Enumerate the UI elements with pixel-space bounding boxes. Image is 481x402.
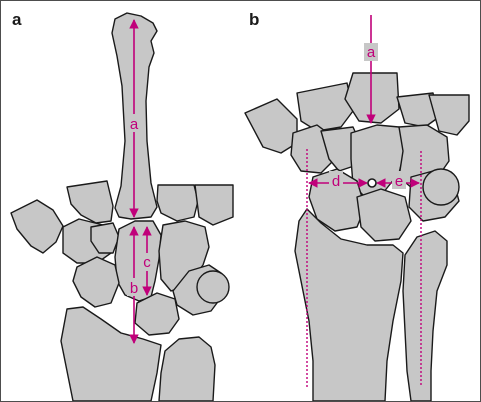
measure-c-label: c: [143, 254, 151, 271]
ulna-bone: [158, 336, 216, 401]
metacarpal-v-bone: [194, 184, 234, 226]
pisiform-bone: [196, 270, 230, 304]
metacarpal-i-bone: [10, 199, 64, 254]
metacarpal-base-v: [428, 94, 470, 136]
label-e-backdrop: [392, 171, 406, 189]
measure-d-label: d: [332, 173, 340, 190]
ulna-bone-b: [402, 230, 448, 401]
scaphoid-bone: [72, 256, 120, 308]
panel-a-letter: a: [12, 10, 22, 29]
panel-b-bones: [244, 72, 470, 401]
label-c-backdrop: [140, 253, 154, 271]
trapezoid-bone: [90, 222, 120, 254]
metacarpal-base-i: [244, 98, 298, 154]
measure-a-label-b: a: [367, 44, 376, 61]
label-a-b-backdrop: [364, 43, 378, 61]
measure-a-label: a: [130, 116, 139, 133]
pisiform-bone-b: [422, 168, 460, 206]
measure-e-label: e: [395, 173, 403, 190]
capitate-center-marker: [367, 178, 377, 188]
lunate-bone-b: [356, 188, 412, 242]
panel-b-measurements: a d e: [306, 15, 422, 387]
panel-a: a: [10, 10, 234, 401]
radius-bone-b: [294, 208, 404, 401]
panel-a-bones: [10, 12, 234, 401]
radius-bone: [60, 306, 162, 401]
metacarpal-base-iv: [396, 92, 440, 128]
measure-b-label: b: [130, 280, 138, 297]
label-d-backdrop: [329, 171, 343, 189]
metacarpal-base-iii: [344, 72, 400, 124]
metacarpal-base-ii: [296, 82, 354, 132]
metacarpal-iv-bone: [156, 184, 199, 222]
label-b-backdrop: [127, 278, 141, 296]
panel-a-measurements: a b c: [127, 19, 154, 344]
panel-b: b a: [244, 10, 470, 401]
panel-b-letter: b: [249, 10, 259, 29]
metacarpal-ii-bone: [66, 180, 114, 224]
label-a-backdrop: [127, 114, 141, 132]
